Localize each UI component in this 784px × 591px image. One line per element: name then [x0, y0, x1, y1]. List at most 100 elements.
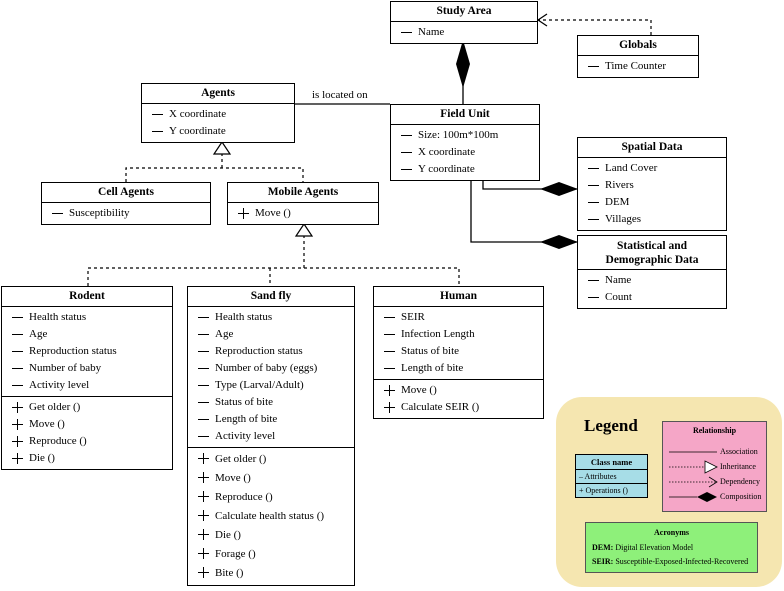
- attribute-row: Land Cover: [578, 160, 726, 177]
- minus-icon: [12, 343, 24, 360]
- attributes-section: SEIR Infection Length Status of bite Len…: [374, 307, 543, 379]
- minus-icon: [401, 127, 413, 144]
- attribute-row: Y coordinate: [391, 161, 539, 178]
- plus-icon: [384, 399, 396, 416]
- legend-class-name: Class name: [576, 455, 647, 470]
- plus-icon: [12, 450, 24, 467]
- operations-section: Get older () Move () Reproduce () Calcul…: [188, 447, 354, 585]
- class-name: Rodent: [2, 287, 172, 307]
- attribute-row: Name: [391, 24, 537, 41]
- attribute-row: Status of bite: [374, 343, 543, 360]
- minus-icon: [588, 194, 600, 211]
- class-cell-agents: Cell Agents Susceptibility: [41, 182, 211, 225]
- operations-section: Get older () Move () Reproduce () Die (): [2, 396, 172, 469]
- class-globals: Globals Time Counter: [577, 35, 699, 78]
- minus-icon: [152, 106, 164, 123]
- class-study-area: Study Area Name: [390, 1, 538, 44]
- plus-icon: [198, 545, 210, 562]
- legend-acronyms-box: Acronyms DEM: Digital Elevation Model SE…: [585, 522, 758, 573]
- minus-icon: [12, 360, 24, 377]
- legend-association: Association: [720, 447, 758, 456]
- acronym-seir: SEIR: Susceptible-Exposed-Infected-Recov…: [592, 557, 749, 566]
- minus-icon: [198, 360, 210, 377]
- legend-dependency: Dependency: [720, 477, 760, 486]
- operation-row: Move (): [228, 205, 378, 222]
- minus-icon: [198, 377, 210, 394]
- class-mobile-agents: Mobile Agents Move (): [227, 182, 379, 225]
- minus-icon: [198, 411, 210, 428]
- attribute-row: Status of bite: [188, 394, 354, 411]
- composition-diamond: [540, 235, 578, 249]
- attribute-row: Size: 100m*100m: [391, 127, 539, 144]
- plus-icon: [198, 469, 210, 486]
- attribute-row: Activity level: [2, 377, 172, 394]
- operations-section: Move () Calculate SEIR (): [374, 379, 543, 418]
- legend-inheritance: Inheritance: [720, 462, 756, 471]
- plus-icon: [384, 382, 396, 399]
- attribute-row: Age: [2, 326, 172, 343]
- attributes-section: Health status Age Reproduction status Nu…: [188, 307, 354, 447]
- class-sand-fly: Sand fly Health status Age Reproduction …: [187, 286, 355, 586]
- attribute-row: Activity level: [188, 428, 354, 445]
- attribute-row: X coordinate: [391, 144, 539, 161]
- attributes-section: Size: 100m*100m X coordinate Y coordinat…: [391, 125, 539, 180]
- minus-icon: [588, 289, 600, 306]
- attributes-section: Health status Age Reproduction status Nu…: [2, 307, 172, 396]
- attribute-row: Health status: [2, 309, 172, 326]
- attributes-section: Susceptibility: [42, 203, 210, 224]
- inheritance-triangle: [212, 140, 232, 155]
- class-name: Mobile Agents: [228, 183, 378, 203]
- attribute-row: SEIR: [374, 309, 543, 326]
- attributes-section: Time Counter: [578, 56, 698, 77]
- attributes-section: Name Count: [578, 270, 726, 308]
- attribute-row: DEM: [578, 194, 726, 211]
- class-field-unit: Field Unit Size: 100m*100m X coordinate …: [390, 104, 540, 181]
- minus-icon: [384, 309, 396, 326]
- acronym-dem: DEM: Digital Elevation Model: [592, 543, 694, 552]
- minus-icon: [588, 272, 600, 289]
- class-statistical-demographic-data: Statistical and Demographic Data Name Co…: [577, 235, 727, 309]
- attribute-row: Name: [578, 272, 726, 289]
- plus-icon: [198, 507, 210, 524]
- class-name: Statistical and Demographic Data: [578, 236, 726, 270]
- legend-acronyms-title: Acronyms: [654, 528, 689, 537]
- attribute-row: X coordinate: [142, 106, 294, 123]
- attributes-section: Name: [391, 22, 537, 43]
- class-name: Sand fly: [188, 287, 354, 307]
- plus-icon: [238, 205, 250, 222]
- class-spatial-data: Spatial Data Land Cover Rivers DEM Villa…: [577, 137, 727, 231]
- minus-icon: [384, 360, 396, 377]
- class-name: Globals: [578, 36, 698, 56]
- minus-icon: [588, 160, 600, 177]
- class-name: Study Area: [391, 2, 537, 22]
- operation-row: Calculate SEIR (): [374, 399, 543, 416]
- operation-row: Calculate health status (): [188, 507, 354, 526]
- attribute-row: Health status: [188, 309, 354, 326]
- operations-section: Move (): [228, 203, 378, 224]
- minus-icon: [384, 343, 396, 360]
- dependency-arrowhead: [536, 13, 548, 27]
- attribute-row: Age: [188, 326, 354, 343]
- plus-icon: [12, 416, 24, 433]
- operation-row: Move (): [374, 382, 543, 399]
- minus-icon: [198, 343, 210, 360]
- plus-icon: [198, 488, 210, 505]
- minus-icon: [588, 211, 600, 228]
- association-label: is located on: [312, 89, 368, 101]
- minus-icon: [588, 177, 600, 194]
- attribute-row: Count: [578, 289, 726, 306]
- attribute-row: Number of baby: [2, 360, 172, 377]
- legend-relationship-symbols: [669, 451, 718, 502]
- attribute-row: Time Counter: [578, 58, 698, 75]
- class-name: Agents: [142, 84, 294, 104]
- attribute-row: Reproduction status: [188, 343, 354, 360]
- plus-icon: [198, 526, 210, 543]
- composition-diamond: [456, 40, 470, 88]
- operation-row: Get older (): [188, 450, 354, 469]
- plus-icon: [198, 450, 210, 467]
- attribute-row: Villages: [578, 211, 726, 228]
- minus-icon: [12, 377, 24, 394]
- attribute-row: Infection Length: [374, 326, 543, 343]
- minus-icon: [401, 24, 413, 41]
